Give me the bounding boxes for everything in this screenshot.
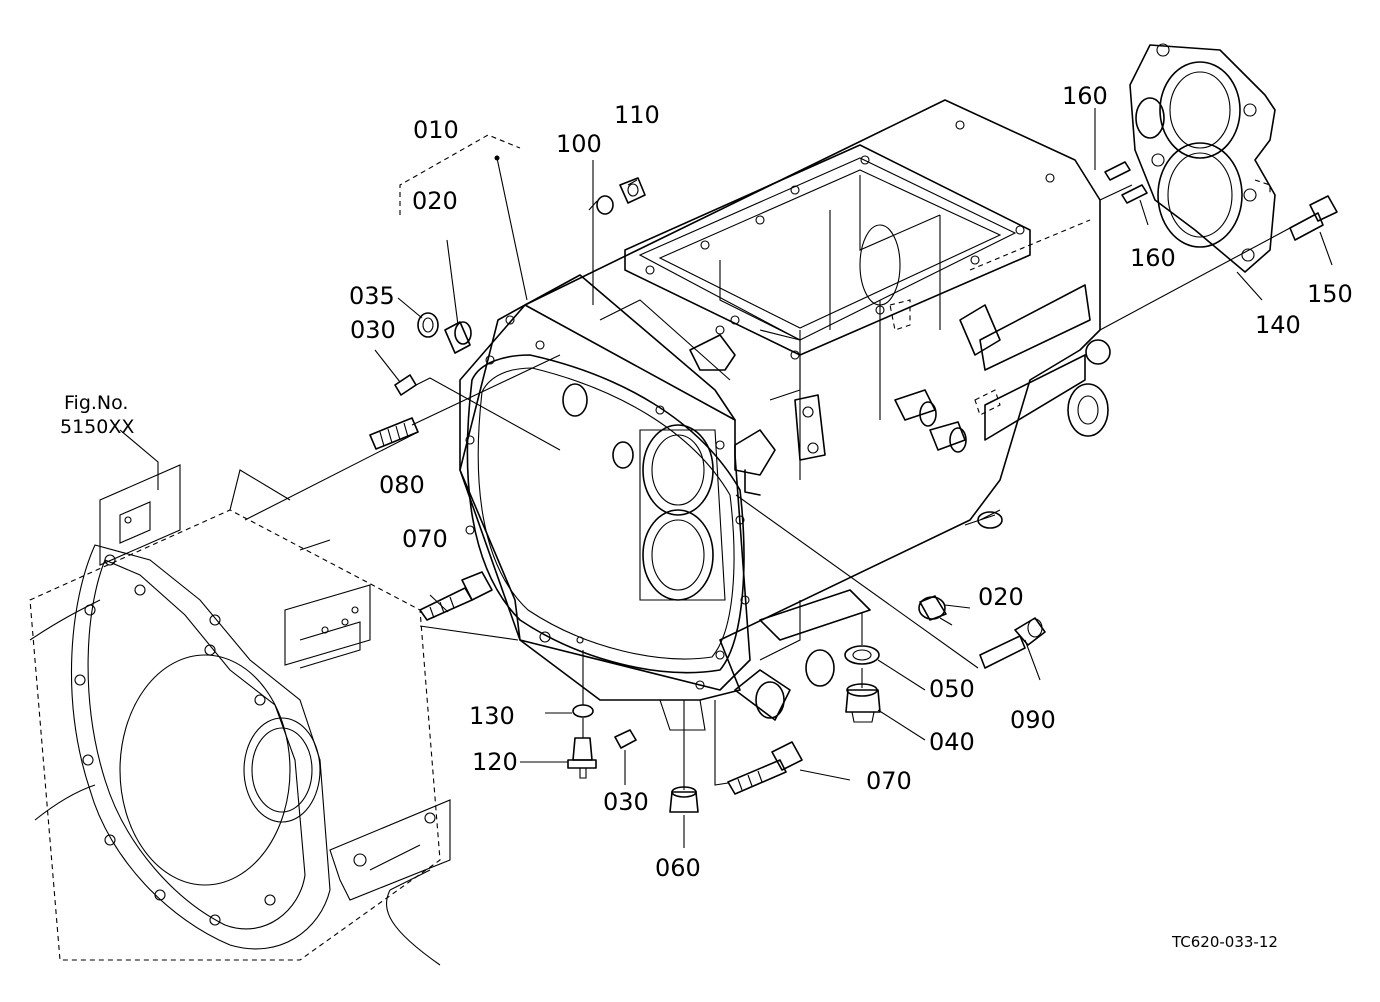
part-label-020-lower[interactable]: 020 <box>978 583 1024 611</box>
flywheel-housing-reference <box>29 464 451 966</box>
figure-ref-line2: 5150XX <box>60 416 134 438</box>
part-label-160-lower[interactable]: 160 <box>1130 244 1176 272</box>
part-label-020-upper[interactable]: 020 <box>412 187 458 215</box>
rear-cover-plate <box>1129 43 1276 273</box>
leader-lines <box>119 108 1333 848</box>
part-labels: Fig.No. 5150XX 010 020 020 030 030 035 0… <box>60 82 1353 951</box>
part-label-140[interactable]: 140 <box>1255 311 1301 339</box>
part-label-120[interactable]: 120 <box>472 748 518 776</box>
part-label-010[interactable]: 010 <box>413 116 459 144</box>
part-label-050[interactable]: 050 <box>929 675 975 703</box>
part-label-100[interactable]: 100 <box>556 130 602 158</box>
part-label-160-upper[interactable]: 160 <box>1062 82 1108 110</box>
part-label-070-upper[interactable]: 070 <box>402 525 448 553</box>
small-parts <box>369 161 1338 813</box>
housing-bolt-holes <box>74 516 359 926</box>
figure-ref-line1: Fig.No. <box>64 392 128 414</box>
part-label-080[interactable]: 080 <box>379 471 425 499</box>
transmission-case <box>459 99 1111 731</box>
part-label-070-lower[interactable]: 070 <box>866 767 912 795</box>
part-label-030-lower[interactable]: 030 <box>603 788 649 816</box>
part-label-035[interactable]: 035 <box>349 282 395 310</box>
part-label-130[interactable]: 130 <box>469 702 515 730</box>
drawing-code: TC620-033-12 <box>1171 933 1278 951</box>
case-bolt-holes <box>465 120 1055 690</box>
part-label-060[interactable]: 060 <box>655 854 701 882</box>
part-label-090[interactable]: 090 <box>1010 706 1056 734</box>
part-label-110[interactable]: 110 <box>614 101 660 129</box>
part-label-150[interactable]: 150 <box>1307 280 1353 308</box>
part-label-030-upper[interactable]: 030 <box>350 316 396 344</box>
part-label-040[interactable]: 040 <box>929 728 975 756</box>
